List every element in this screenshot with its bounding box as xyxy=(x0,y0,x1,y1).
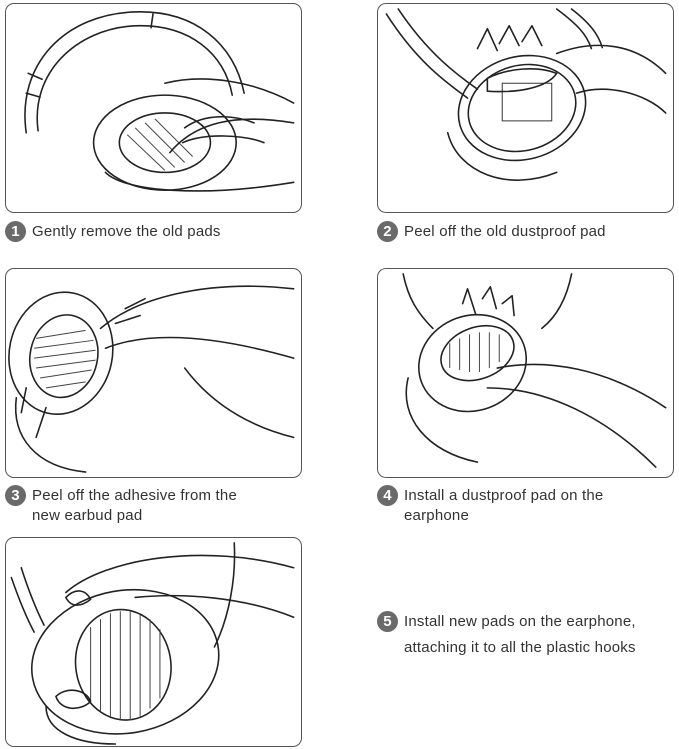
step-number-badge: 5 xyxy=(377,611,398,632)
step-number-badge: 1 xyxy=(5,221,26,242)
step-number-badge: 2 xyxy=(377,221,398,242)
install-pads-drawing xyxy=(10,542,295,745)
remove-pads-drawing xyxy=(24,11,295,192)
illustration-peel-adhesive xyxy=(5,268,302,478)
illustration-install-new-pads xyxy=(5,537,302,747)
step-2: 2 Peel off the old dustproof pad xyxy=(377,221,606,242)
step-5: 5 Install new pads on the earphone, atta… xyxy=(377,609,636,661)
illustration-remove-old-pads xyxy=(5,3,302,213)
step-description: Install new pads on the earphone, attach… xyxy=(404,613,636,656)
step-number-badge: 4 xyxy=(377,485,398,506)
install-dustproof-drawing xyxy=(402,273,667,468)
step-description: Peel off the old dustproof pad xyxy=(404,223,606,240)
step-number-badge: 3 xyxy=(5,485,26,506)
illustration-install-dustproof-pad xyxy=(377,268,674,478)
step-3: 3 Peel off the adhesive from the new ear… xyxy=(5,485,238,526)
step-1: 1 Gently remove the old pads xyxy=(5,221,221,242)
step-description: Peel off the adhesive from the new earbu… xyxy=(32,487,238,524)
peel-dustproof-drawing xyxy=(385,8,667,181)
peel-adhesive-drawing xyxy=(8,285,295,473)
step-4: 4 Install a dustproof pad on the earphon… xyxy=(377,485,604,526)
step-description: Install a dustproof pad on the earphone xyxy=(404,487,604,524)
step-description: Gently remove the old pads xyxy=(32,223,221,240)
illustration-peel-dustproof-pad xyxy=(377,3,674,213)
